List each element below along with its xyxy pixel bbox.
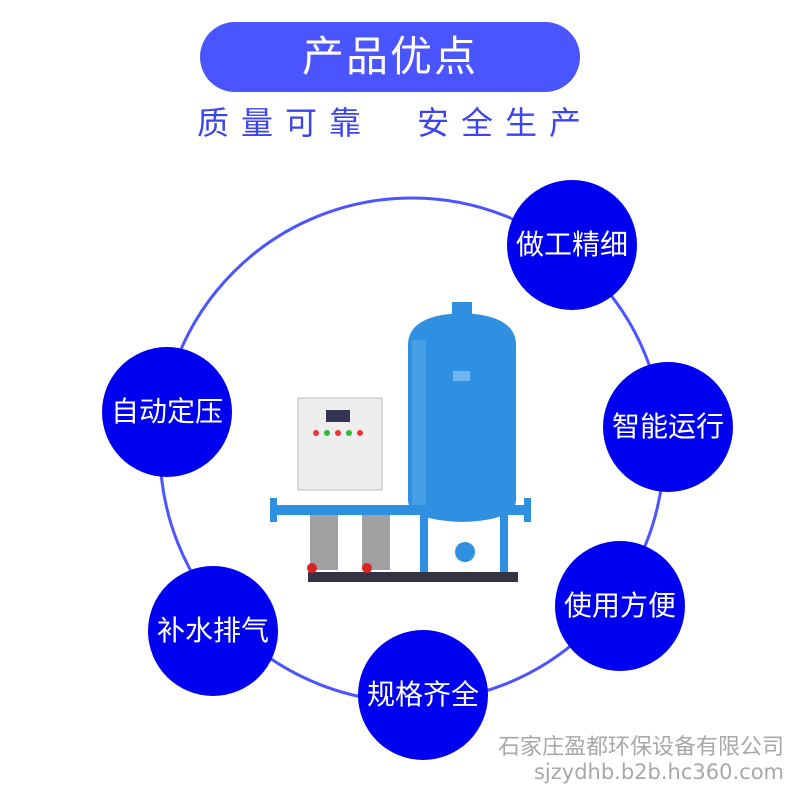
subtitle-safety: 安全生产	[417, 104, 594, 142]
feature-water-replenish-exhaust: 补水排气	[148, 566, 278, 696]
title-banner: 产品优点	[200, 22, 580, 92]
watermark-company: 石家庄盈都环保设备有限公司	[497, 735, 784, 760]
feature-complete-specs: 规格齐全	[358, 630, 488, 760]
watermark-url: sjzydhb.b2b.hc360.com	[533, 760, 784, 784]
feature-smart-operation: 智能运行	[603, 362, 733, 492]
pressure-tank-image	[270, 302, 531, 582]
feature-fine-craftsmanship: 做工精细	[507, 180, 637, 310]
subtitle-quality: 质量可靠	[196, 104, 373, 142]
feature-auto-pressure: 自动定压	[102, 347, 232, 477]
feature-easy-use: 使用方便	[555, 541, 685, 671]
subtitle: 质量可靠 安全生产	[0, 104, 790, 142]
